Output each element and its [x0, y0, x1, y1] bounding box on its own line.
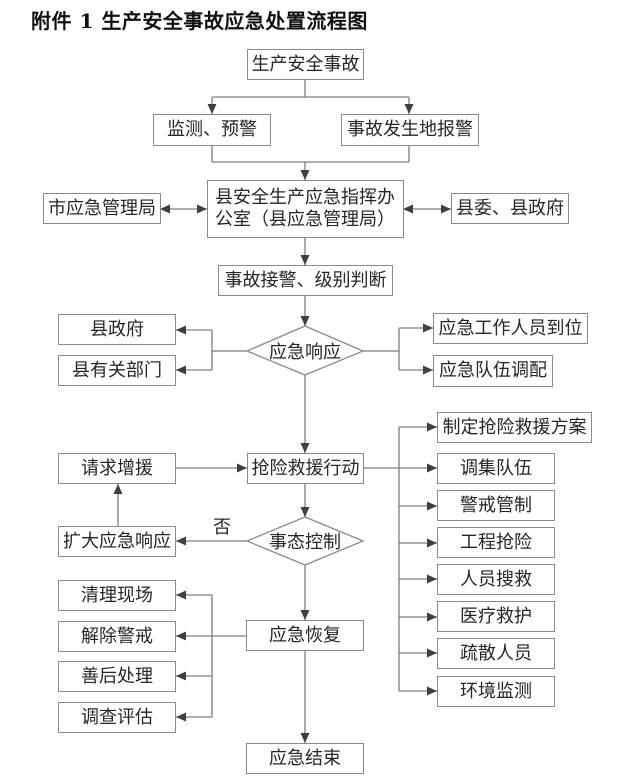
node-intake-level-judgment: 事故接警、级别判断 [218, 265, 393, 296]
command-office-line-2: 公室（县应急管理局） [215, 209, 395, 230]
node-county-departments: 县有关部门 [58, 355, 176, 386]
recovery-task-item: 解除警戒 [58, 621, 176, 652]
node-on-site-report: 事故发生地报警 [341, 114, 479, 146]
node-monitoring-warning: 监测、预警 [153, 114, 271, 146]
node-end: 应急结束 [246, 743, 364, 774]
node-start-accident: 生产安全事故 [247, 49, 364, 80]
rescue-task-item: 警戒管制 [437, 490, 555, 521]
node-staff-in-place: 应急工作人员到位 [433, 313, 588, 344]
page-title: 附件 1 生产安全事故应急处置流程图 [31, 9, 368, 33]
node-recovery: 应急恢复 [246, 620, 364, 651]
rescue-task-item: 疏散人员 [437, 638, 555, 669]
command-office-line-1: 县安全生产应急指挥办 [215, 187, 395, 208]
node-team-deployment: 应急队伍调配 [433, 355, 553, 387]
rescue-task-item: 制定抢险救援方案 [437, 412, 592, 443]
node-county-committee-government: 县委、县政府 [451, 193, 569, 224]
recovery-task-item: 调查评估 [58, 702, 176, 733]
node-rescue-action: 抢险救援行动 [247, 453, 364, 484]
edge-label-no: 否 [213, 517, 231, 538]
node-expand-response: 扩大应急响应 [58, 526, 176, 557]
node-command-office: 县安全生产应急指挥办 公室（县应急管理局） [207, 180, 404, 238]
rescue-task-item: 人员搜救 [437, 564, 555, 595]
decision-label-response: 应急响应 [269, 341, 341, 363]
rescue-task-item: 工程抢险 [437, 527, 555, 558]
node-city-emergency-bureau: 市应急管理局 [43, 193, 161, 224]
recovery-task-item: 清理现场 [58, 580, 176, 611]
node-request-reinforcement: 请求增援 [58, 453, 176, 484]
recovery-task-item: 善后处理 [58, 661, 176, 692]
rescue-task-item: 调集队伍 [437, 453, 555, 484]
rescue-task-item: 环境监测 [437, 676, 555, 707]
decision-label-control: 事态控制 [269, 532, 341, 553]
node-county-government: 县政府 [58, 314, 176, 345]
rescue-task-item: 医疗救护 [437, 601, 555, 632]
